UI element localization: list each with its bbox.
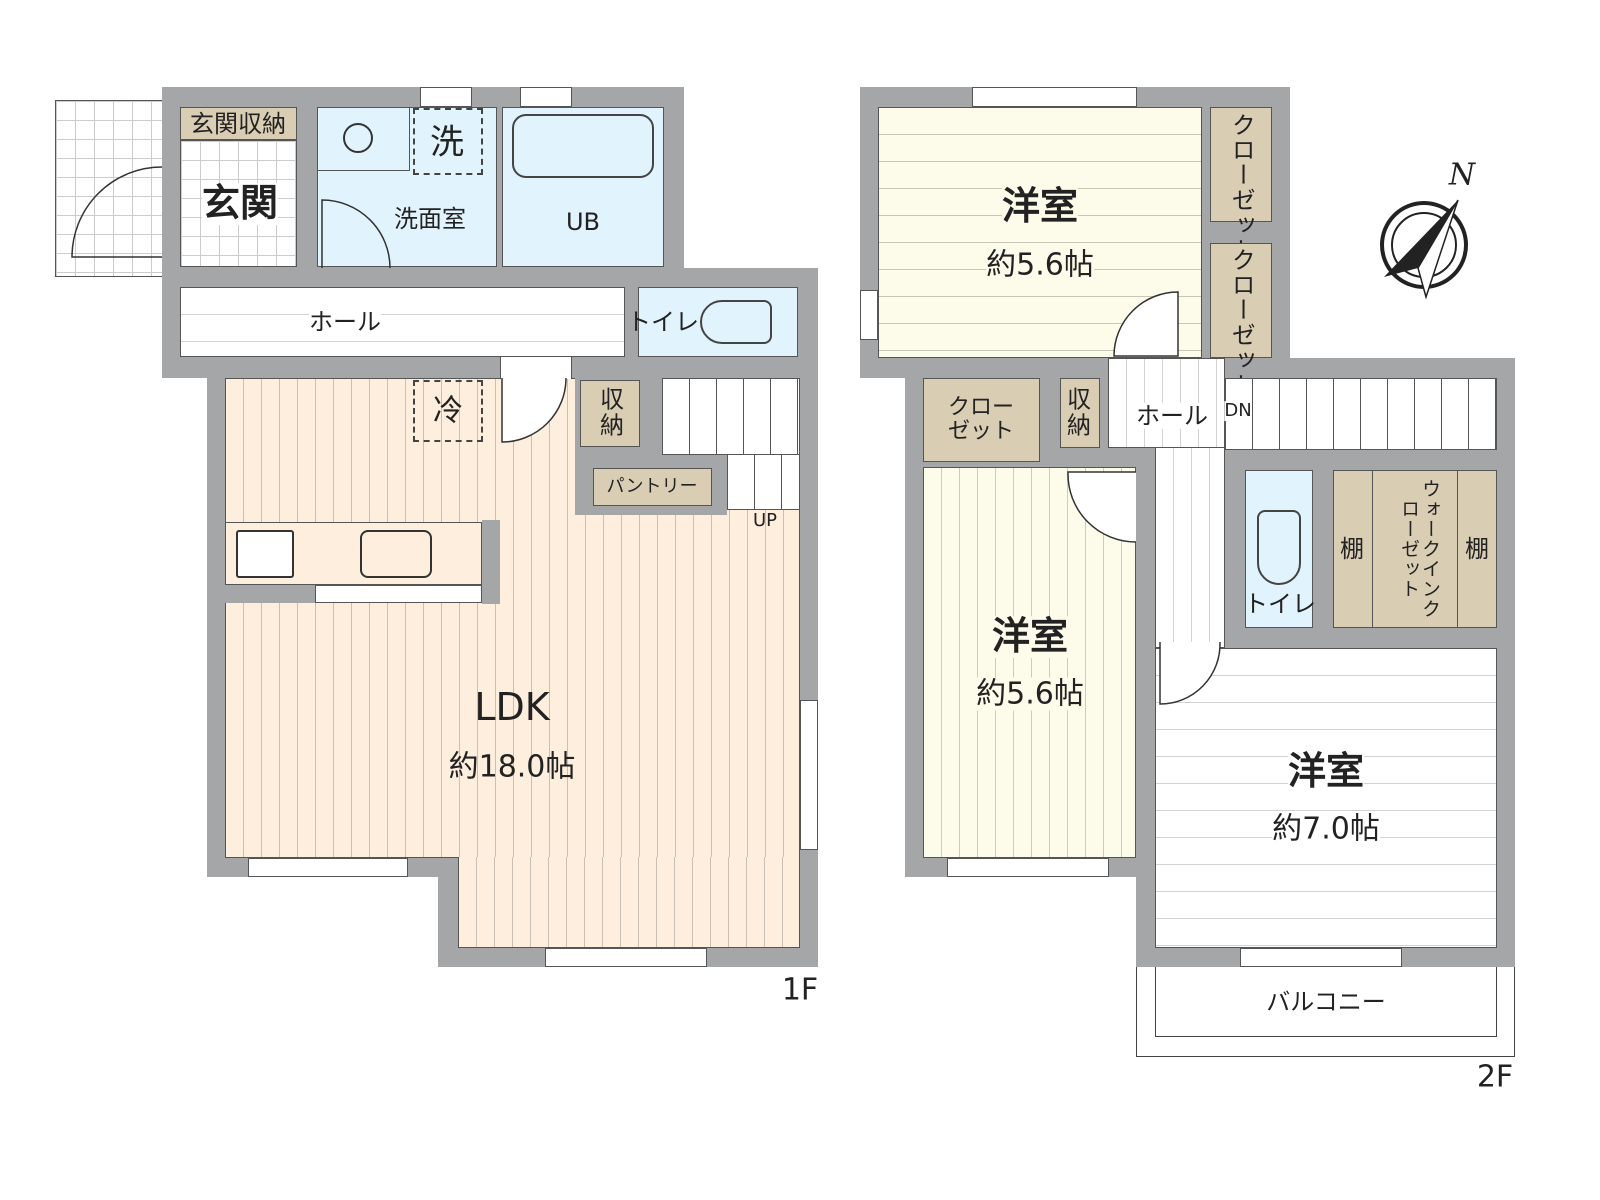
entrance-porch: [55, 100, 163, 277]
toilet-2f-label: トイレ: [1244, 589, 1316, 618]
unit-bath-label: UB: [565, 207, 601, 236]
pantry: [593, 468, 712, 506]
fridge-space: [413, 380, 483, 442]
bedroom-1-label: 洋室: [1001, 184, 1079, 229]
compass-north-label: N: [1448, 157, 1476, 193]
stairs-down-label: DN: [1224, 400, 1252, 422]
window: [800, 700, 818, 850]
washroom-label: 洗面室: [394, 204, 466, 233]
hall-1f-label: ホール: [309, 307, 381, 336]
toilet-icon: [700, 300, 772, 344]
ldk-doorway: [500, 357, 572, 379]
window: [420, 87, 472, 107]
storage-1f-label: 収納: [600, 385, 624, 440]
balcony-inner: [1155, 967, 1497, 1037]
window: [248, 858, 408, 877]
kitchen-sink-icon: [360, 530, 432, 578]
toilet-1f-label: トイレ: [627, 307, 699, 336]
fridge-label: 冷: [433, 393, 463, 429]
washer-label: 洗: [430, 122, 464, 163]
bedroom-1-door-swing: [1113, 291, 1179, 357]
stairs-2f: [1225, 378, 1497, 450]
closet-3: [923, 378, 1040, 462]
toilet-icon: [1257, 510, 1301, 585]
ldk-size: 約18.0帖: [448, 749, 576, 785]
floor-2f-label: 2F: [1476, 1059, 1514, 1095]
bathtub-icon: [512, 114, 654, 178]
window: [972, 87, 1137, 107]
ldk-door-swing: [501, 377, 567, 443]
floor-1f-label: 1F: [781, 972, 819, 1008]
storage-1f: [580, 380, 640, 447]
bedroom-2-door-swing: [1067, 471, 1137, 543]
shelf-left-label: 棚: [1340, 534, 1364, 563]
storage-2f: [1060, 378, 1100, 448]
closet-2-label: クローゼット: [1227, 247, 1256, 398]
closet-2: [1210, 243, 1272, 358]
washroom-door-swing: [321, 199, 391, 269]
stairs-1f: [727, 454, 800, 510]
closet-3-label: クローゼット: [947, 394, 1014, 444]
washer-space: [413, 108, 483, 175]
wall: [482, 520, 500, 604]
bedroom-3-size: 約7.0帖: [1272, 811, 1380, 847]
stairs-up-label: UP: [752, 510, 778, 532]
pantry-label: パントリー: [606, 476, 698, 498]
bedroom-3-label: 洋室: [1287, 749, 1365, 794]
bedroom-1-size: 約5.6帖: [986, 247, 1094, 283]
hall-2f-label: ホール: [1136, 401, 1208, 430]
ldk-label: LDK: [474, 685, 550, 730]
stove-icon: [236, 530, 294, 578]
stairs-1f: [662, 378, 800, 455]
walk-in-closet: [1372, 470, 1458, 628]
storage-2f-label: 収納: [1067, 385, 1091, 440]
shelf-right-label: 棚: [1465, 534, 1489, 563]
unit-bath: [502, 107, 664, 267]
bedroom-2-label: 洋室: [991, 614, 1069, 659]
entrance-storage: [180, 107, 297, 140]
bedroom-3-door-swing: [1159, 641, 1221, 705]
hall-1f: [180, 287, 625, 357]
bedroom-3: [1155, 648, 1497, 948]
bedroom-2-size: 約5.6帖: [976, 676, 1084, 712]
wall: [225, 585, 315, 603]
window: [860, 290, 878, 340]
walk-in-closet-label: ウォークインクローゼット: [1398, 479, 1441, 619]
window: [947, 858, 1109, 877]
compass-icon: [1380, 199, 1468, 300]
window: [520, 87, 572, 107]
window: [1240, 948, 1402, 967]
shelf-right: [1457, 470, 1497, 628]
entrance-storage-label: 玄関収納: [190, 109, 286, 138]
counter-back: [315, 585, 482, 603]
toilet-2f: [1245, 470, 1313, 628]
balcony: [1136, 967, 1515, 1057]
hall-2f: [1155, 448, 1225, 648]
closet-1-label: クローゼット: [1227, 112, 1256, 263]
closet-1: [1210, 107, 1272, 222]
window: [545, 948, 707, 967]
entrance-label: 玄関: [201, 181, 279, 226]
ldk-floor: [458, 857, 800, 948]
balcony-label: バルコニー: [1266, 987, 1386, 1016]
sink-icon: [343, 123, 373, 153]
entrance-door-swing: [71, 166, 163, 258]
